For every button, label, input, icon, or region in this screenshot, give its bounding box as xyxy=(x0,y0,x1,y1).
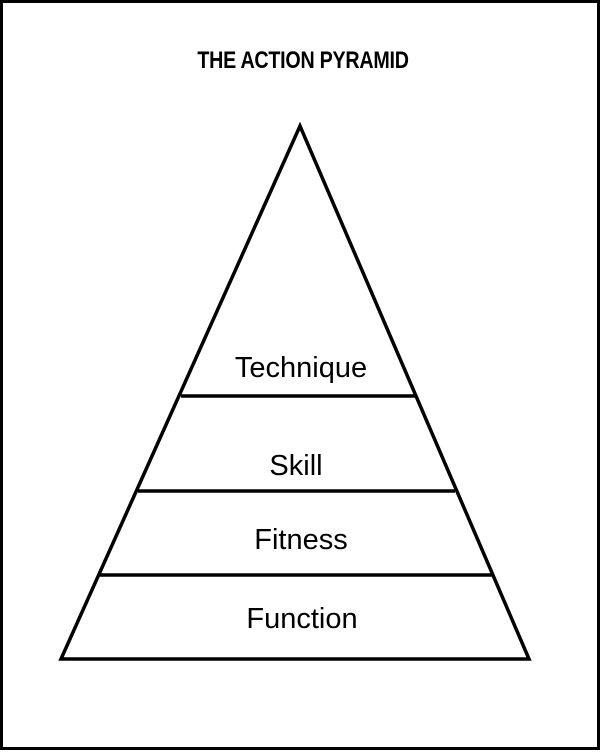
level-label-fitness: Fitness xyxy=(254,524,347,556)
diagram-title: THE ACTION PYRAMID xyxy=(197,47,409,74)
pyramid-outline xyxy=(58,121,532,661)
level-label-technique: Technique xyxy=(235,352,367,384)
level-label-skill: Skill xyxy=(269,450,322,482)
action-pyramid: Technique Skill Fitness Function xyxy=(58,121,532,661)
level-label-function: Function xyxy=(246,603,357,635)
